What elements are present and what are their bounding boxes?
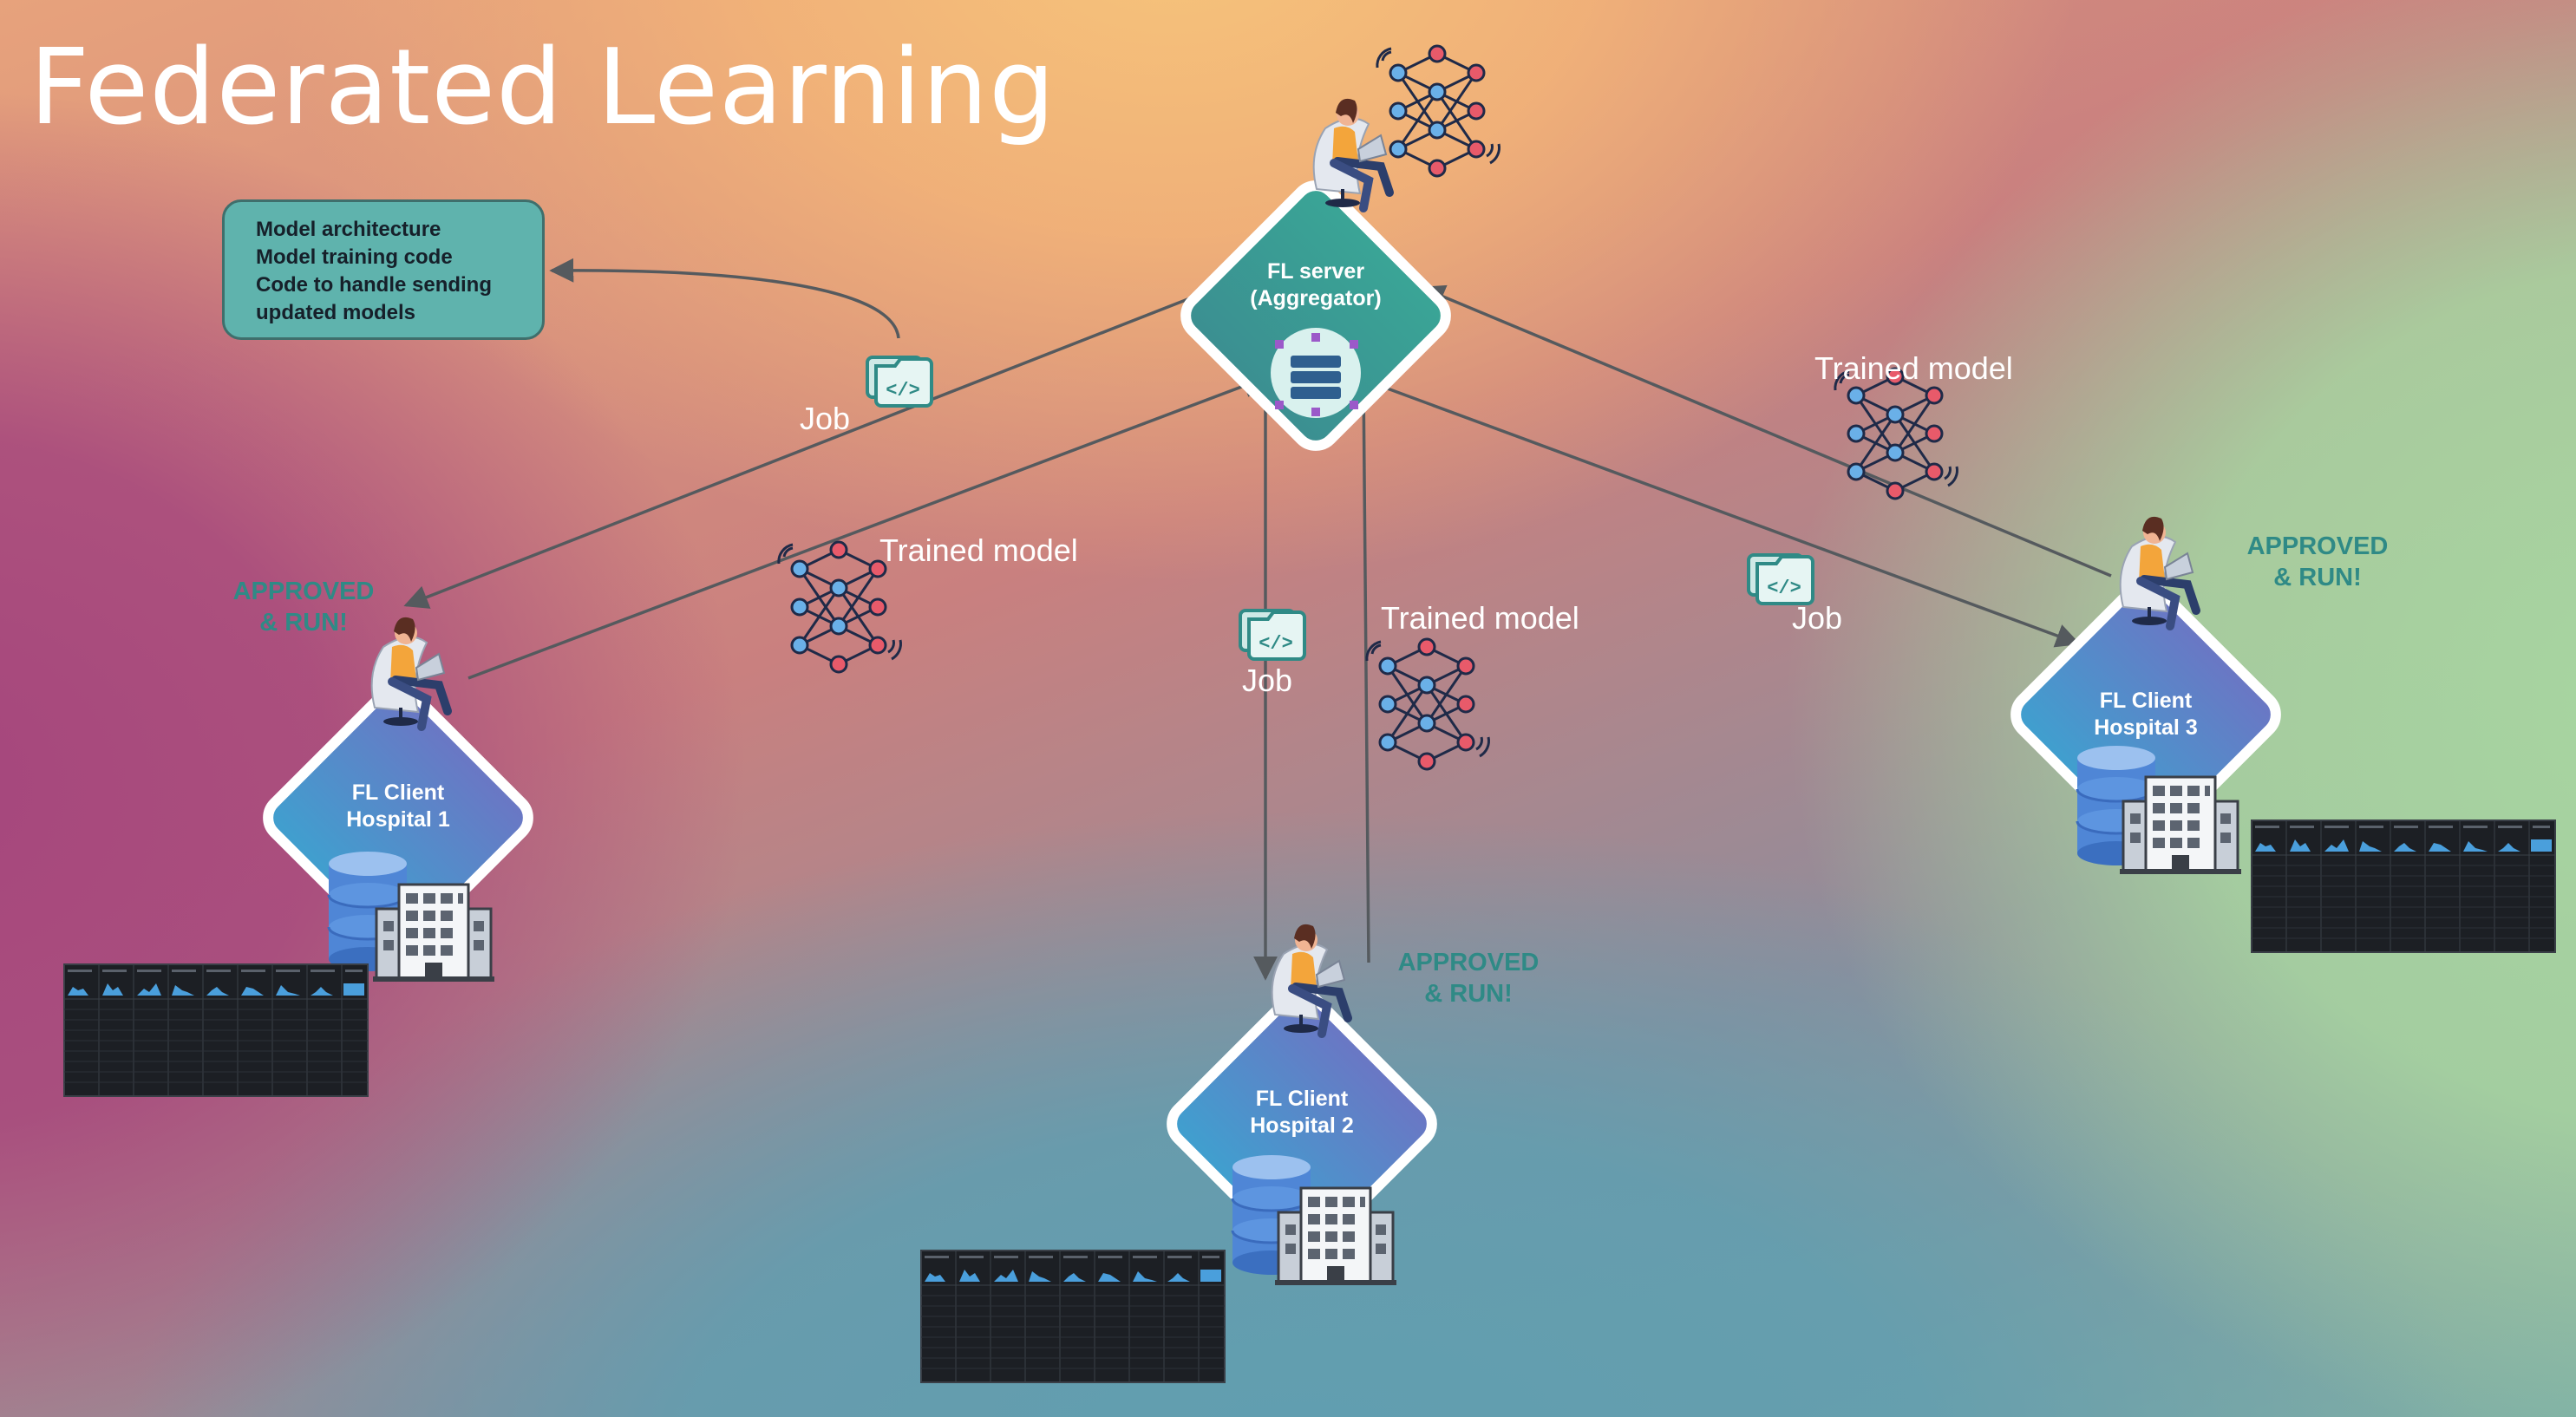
trained-model-label: Trained model [1381, 600, 1579, 636]
code-folder-icon [866, 356, 933, 408]
approved-line2: & RUN! [259, 609, 348, 637]
page-title: Federated Learning [29, 28, 1056, 148]
job-label: Job [1792, 600, 1843, 636]
approved-line2: & RUN! [2273, 564, 2362, 591]
client-label-line2: Hospital 3 [2094, 715, 2198, 740]
trained-model-label: Trained model [1814, 350, 2013, 386]
approved-badge: APPROVED & RUN! [204, 576, 403, 638]
approved-line2: & RUN! [1424, 980, 1513, 1008]
info-line: updated models [256, 301, 416, 324]
neural-network-icon [1365, 637, 1490, 771]
fl-server-node [1180, 180, 1451, 451]
client-label-line2: Hospital 1 [346, 807, 450, 832]
neural-network-icon [1376, 44, 1500, 178]
info-line: Code to handle sending [256, 273, 493, 297]
server-label-line2: (Aggregator) [1250, 286, 1382, 310]
server-hub-icon [1271, 328, 1361, 418]
arrow-job-client1 [403, 289, 1211, 609]
server-label: FL server (Aggregator) [1186, 258, 1446, 312]
data-table-thumbnail [920, 1250, 1226, 1383]
client-label-line1: FL Client [1255, 1087, 1349, 1111]
client-2-label: FL Client Hospital 2 [1172, 1086, 1432, 1139]
approved-badge: APPROVED & RUN! [2218, 531, 2417, 593]
data-table-thumbnail [2251, 820, 2556, 953]
trained-model-label: Trained model [879, 532, 1078, 568]
arrow-model-client1 [467, 374, 1267, 680]
data-table-thumbnail [63, 963, 369, 1097]
arrow-model-client3 [1420, 284, 2112, 578]
job-label: Job [1242, 663, 1293, 698]
info-line: Model architecture [256, 218, 441, 241]
client-label-line2: Hospital 2 [1250, 1113, 1354, 1138]
job-label: Job [800, 401, 851, 436]
client-3-label: FL Client Hospital 3 [2016, 688, 2276, 741]
client-label-line1: FL Client [351, 780, 445, 805]
neural-network-icon [1834, 367, 1958, 500]
client-label-line1: FL Client [2099, 689, 2193, 713]
approved-line1: APPROVED [232, 578, 375, 605]
approved-badge: APPROVED & RUN! [1369, 947, 1568, 1009]
info-line: Model training code [256, 245, 453, 269]
approved-line1: APPROVED [1397, 949, 1540, 976]
arrows [403, 258, 2112, 981]
code-folder-icon [1747, 553, 1814, 605]
client-1-label: FL Client Hospital 1 [268, 780, 528, 833]
arrow-model-client2 [1351, 377, 1376, 963]
server-label-line1: FL server [1266, 259, 1365, 284]
arrow-info [549, 258, 900, 339]
info-box: Model architecture Model training code C… [222, 199, 545, 340]
arrow-job-client3 [1368, 380, 2081, 648]
code-folder-icon [1239, 609, 1306, 661]
approved-line1: APPROVED [2246, 532, 2389, 560]
